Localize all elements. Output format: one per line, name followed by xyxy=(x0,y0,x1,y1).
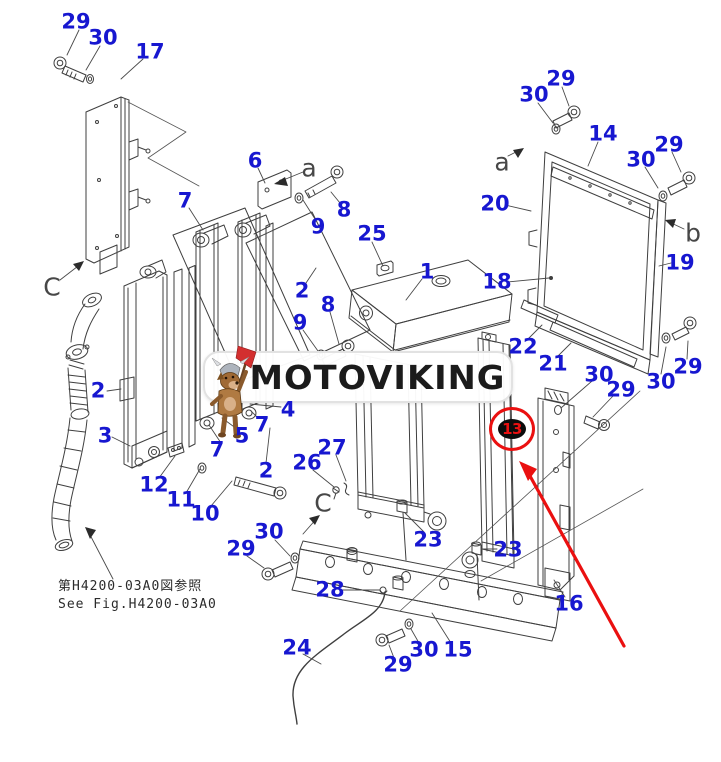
leader-lines xyxy=(59,29,689,665)
part-label-15: 15 xyxy=(443,637,473,662)
highlight-oval: 13 xyxy=(498,419,526,439)
part-label-29: 29 xyxy=(673,354,703,379)
view-letter-b: b xyxy=(685,218,701,248)
part-label-8: 8 xyxy=(320,292,336,317)
reference-note: 第H4200-03A0図参照 See Fig.H4200-03A0 xyxy=(58,578,217,613)
reference-note-en: See Fig.H4200-03A0 xyxy=(58,596,217,612)
watermark-text: MOTOVIKING xyxy=(249,357,506,397)
part-label-27: 27 xyxy=(317,435,347,460)
view-letter-a: a xyxy=(301,153,317,183)
parts-26-27-drawing xyxy=(332,482,350,500)
part-label-2: 2 xyxy=(294,278,310,303)
part-label-9: 9 xyxy=(310,214,326,239)
part-label-6: 6 xyxy=(247,148,263,173)
part-label-29: 29 xyxy=(226,536,256,561)
view-arrowheads xyxy=(73,148,676,539)
part-label-14: 14 xyxy=(588,121,618,146)
part-label-8: 8 xyxy=(336,197,352,222)
part-label-29: 29 xyxy=(546,66,576,91)
part-label-20: 20 xyxy=(480,191,510,216)
core-3-drawing xyxy=(119,259,196,469)
part-label-17: 17 xyxy=(135,39,165,64)
part-label-7: 7 xyxy=(254,412,270,437)
part-label-7: 7 xyxy=(209,437,225,462)
highlighted-part-number: 13 xyxy=(502,419,522,438)
part-label-1: 1 xyxy=(419,259,435,284)
panel-17-drawing xyxy=(53,56,151,275)
part-label-3: 3 xyxy=(97,423,113,448)
part-label-7: 7 xyxy=(177,188,193,213)
plate-6-drawing xyxy=(257,165,344,210)
part-label-2: 2 xyxy=(258,458,274,483)
part-label-18: 18 xyxy=(482,269,512,294)
bracket-16-drawing xyxy=(537,387,610,591)
panel-20-drawing xyxy=(520,105,697,375)
part-label-30: 30 xyxy=(88,25,118,50)
part-label-5: 5 xyxy=(234,423,250,448)
part-label-22: 22 xyxy=(508,334,538,359)
part-label-21: 21 xyxy=(538,351,568,376)
part-label-29: 29 xyxy=(654,132,684,157)
part-label-28: 28 xyxy=(315,577,345,602)
part-label-11: 11 xyxy=(166,487,196,512)
reference-note-jp: 第H4200-03A0図参照 xyxy=(58,579,203,594)
view-letter-a: a xyxy=(494,147,510,177)
part-label-29: 29 xyxy=(606,377,636,402)
radiator-1-drawing xyxy=(348,259,513,561)
viking-dog-mascot-icon xyxy=(210,345,257,439)
part-label-19: 19 xyxy=(665,250,695,275)
part-label-9: 9 xyxy=(292,310,308,335)
part-label-2: 2 xyxy=(90,378,106,403)
part-label-23: 23 xyxy=(413,527,443,552)
part-label-30: 30 xyxy=(254,519,284,544)
part-label-30: 30 xyxy=(626,147,656,172)
part-label-4: 4 xyxy=(280,397,296,422)
part-label-30: 30 xyxy=(519,82,549,107)
hose-drawing xyxy=(51,292,102,552)
part-label-24: 24 xyxy=(282,635,312,660)
highlight-circle: 13 xyxy=(489,407,535,451)
bracket-15-drawing xyxy=(261,540,571,725)
part-label-30: 30 xyxy=(646,369,676,394)
parts-10-11-12-drawing xyxy=(167,442,287,500)
part-label-12: 12 xyxy=(139,472,169,497)
part-label-29: 29 xyxy=(61,9,91,34)
part-label-10: 10 xyxy=(190,501,220,526)
view-letter-C: C xyxy=(314,488,332,518)
part-label-30: 30 xyxy=(584,362,614,387)
part-label-25: 25 xyxy=(357,221,387,246)
part-label-26: 26 xyxy=(292,450,322,475)
watermark-band: MOTOVIKING xyxy=(203,351,513,403)
highlight-arrow xyxy=(519,461,626,648)
part-label-23: 23 xyxy=(493,537,523,562)
part-label-30: 30 xyxy=(409,637,439,662)
view-letter-C: C xyxy=(43,272,61,302)
part-label-16: 16 xyxy=(554,591,584,616)
part-label-29: 29 xyxy=(383,652,413,677)
